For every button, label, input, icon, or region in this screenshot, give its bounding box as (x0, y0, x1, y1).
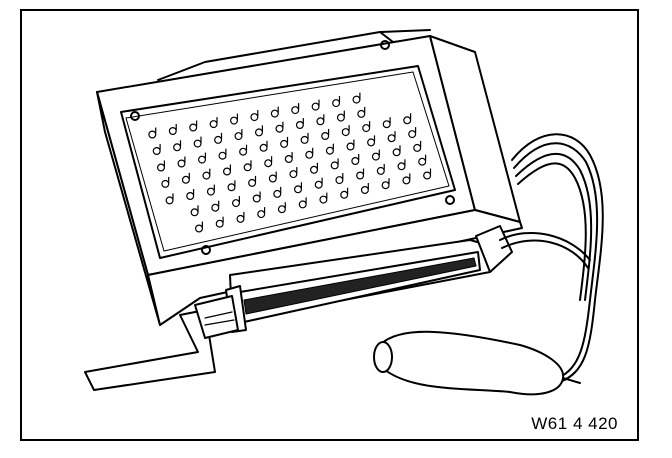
pin-socket (193, 139, 202, 148)
pin-socket (291, 106, 300, 115)
box-rear-ridge (157, 29, 431, 81)
pin-socket (341, 128, 350, 137)
pin-socket (161, 179, 170, 188)
pin-socket (280, 139, 289, 148)
pin-socket (423, 171, 432, 180)
screw-hole (130, 111, 140, 121)
pin-socket (189, 123, 198, 132)
pin-socket (367, 138, 376, 147)
pin-socket (357, 109, 366, 118)
pin-socket (273, 189, 282, 198)
pin-socket (252, 194, 261, 203)
pin-socket (402, 176, 411, 185)
pin-socket (214, 135, 223, 144)
pin-socket (232, 199, 241, 208)
pin-socket (351, 157, 360, 166)
pin-socket (177, 159, 186, 168)
pin-socket (397, 162, 406, 171)
pin-socket (148, 130, 157, 139)
pin-socket (223, 167, 232, 176)
pin-socket (234, 132, 243, 141)
pin-socket (195, 224, 204, 233)
pin-socket (311, 102, 320, 111)
pin-socket (236, 214, 245, 223)
pin-grid (148, 92, 432, 233)
pin-socket (284, 155, 293, 164)
pin-socket (206, 187, 215, 196)
pin-socket (392, 148, 401, 157)
pin-socket (190, 208, 199, 217)
pin-socket (330, 161, 339, 170)
pin-socket (277, 205, 286, 214)
pin-socket (325, 146, 334, 155)
pin-socket (362, 124, 371, 133)
pin-socket (382, 120, 391, 129)
screw-hole (445, 195, 455, 205)
pin-socket (289, 170, 298, 179)
pin-socket (403, 116, 412, 125)
cable-bundle (499, 133, 604, 383)
pin-socket (335, 176, 344, 185)
pin-socket (360, 186, 369, 195)
pin-socket (211, 203, 220, 212)
pin-socket (239, 147, 248, 156)
pin-socket (319, 195, 328, 204)
pin-panel (120, 65, 456, 259)
pin-socket (413, 143, 422, 152)
pin-socket (157, 163, 166, 172)
pin-socket (270, 109, 279, 118)
pin-socket (352, 95, 361, 104)
connector-lever (84, 295, 239, 391)
pin-socket (227, 183, 236, 192)
pin-socket (248, 178, 257, 187)
pin-socket (198, 155, 207, 164)
pin-socket (202, 171, 211, 180)
pin-socket (371, 152, 380, 161)
pin-socket (316, 117, 325, 126)
pin-socket (294, 185, 303, 194)
pin-socket (310, 165, 319, 174)
pin-socket (264, 159, 273, 168)
pin-socket (215, 219, 224, 228)
pin-socket (346, 142, 355, 151)
pin-socket (356, 171, 365, 180)
pin-socket (218, 151, 227, 160)
pin-socket (250, 113, 259, 122)
pin-socket (168, 126, 177, 135)
pin-socket (257, 210, 266, 219)
screw-hole (380, 40, 390, 50)
pin-socket (381, 181, 390, 190)
pin-socket (295, 120, 304, 129)
cable-plug (373, 330, 581, 396)
pin-socket (314, 180, 323, 189)
pin-socket (173, 143, 182, 152)
pin-socket (336, 113, 345, 122)
pin-socket (408, 130, 417, 139)
pin-socket (340, 190, 349, 199)
pin-socket (181, 175, 190, 184)
pin-socket (268, 174, 277, 183)
pin-socket (259, 143, 268, 152)
pin-socket (305, 150, 314, 159)
screw-hole (201, 245, 211, 255)
pin-socket (209, 120, 218, 129)
pin-socket (298, 200, 307, 209)
pin-socket (275, 124, 284, 133)
multi-pin-connector (225, 225, 513, 333)
pin-socket (186, 192, 195, 201)
pin-socket (376, 166, 385, 175)
pin-socket (230, 116, 239, 125)
pin-socket (332, 99, 341, 108)
pin-socket (387, 134, 396, 143)
pin-socket (255, 128, 264, 137)
figure-number: W61 4 420 (531, 414, 618, 433)
pin-socket (321, 132, 330, 141)
pin-socket (243, 163, 252, 172)
pin-socket (152, 147, 161, 156)
pin-socket (418, 157, 427, 166)
pin-socket (165, 196, 174, 205)
pin-socket (300, 135, 309, 144)
